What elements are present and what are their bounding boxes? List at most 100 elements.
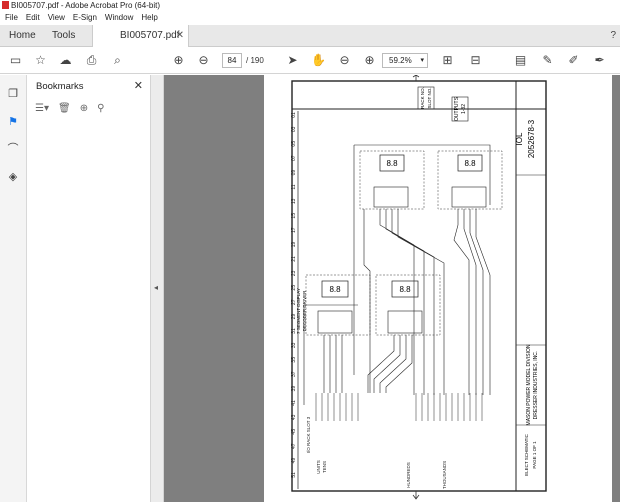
row-number: 13 <box>291 198 297 204</box>
row-number: 29 <box>291 314 297 320</box>
row-number: 17 <box>291 227 297 233</box>
zoom-value: 59.2% <box>389 56 412 65</box>
page-view-icon[interactable]: ⊞ <box>442 53 453 67</box>
print-icon[interactable]: ⎙ <box>86 53 97 67</box>
menu-view[interactable]: View <box>47 13 65 22</box>
rack-slot-label: I/O RACK SLOT 3 <box>306 416 311 453</box>
row-number: 25 <box>291 285 297 291</box>
row-number: 43 <box>291 414 297 420</box>
row-number: 37 <box>291 371 297 377</box>
iol-label: IOL <box>515 132 524 145</box>
main-toolbar: ▭ ☆ ☁ ⎙ ⌕ ⊕ ⊖ 84 / 190 ➤ ✋ ⊖ ⊕ 59.2%▾ ⊞ … <box>0 47 620 74</box>
new-bookmark-icon[interactable]: ⊕ <box>79 103 89 114</box>
panel-splitter[interactable]: ◂ <box>151 75 164 502</box>
row-number: 21 <box>291 256 297 262</box>
rack-no-label: RACK NO. <box>420 87 425 109</box>
navigation-rail: ❐ ⚑ ⌒ ◈ <box>0 75 27 502</box>
close-panel-icon[interactable]: ✕ <box>133 80 143 92</box>
schematic-drawing: 0103050709111315171921232527293133353739… <box>291 75 547 500</box>
tab-bar-icons: ? <box>610 30 616 41</box>
highlight-pen-icon[interactable]: ✎ <box>542 53 553 67</box>
row-number: 09 <box>291 170 297 176</box>
svg-text:8.8: 8.8 <box>399 285 411 294</box>
zoom-out-icon[interactable]: ⊖ <box>339 53 350 67</box>
row-number-column: 0103050709111315171921232527293133353739… <box>291 112 297 478</box>
tab-document-label: BI005707.pdf <box>120 30 180 41</box>
bookmark-star-icon[interactable]: ☆ <box>35 53 46 67</box>
hand-tool-icon[interactable]: ✋ <box>311 53 326 67</box>
row-number: 03 <box>291 126 297 132</box>
row-number: 15 <box>291 213 297 219</box>
row-number: 05 <box>291 141 297 147</box>
tab-document[interactable]: BI005707.pdf ✕ <box>92 25 189 47</box>
thousands-label: THOUSANDS <box>442 461 447 489</box>
row-number: 11 <box>291 184 297 189</box>
menu-file[interactable]: File <box>5 13 18 22</box>
bookmarks-panel: Bookmarks ✕ ☰▾ 🗑 ⊕ ⚲ <box>27 75 151 502</box>
previous-page-icon[interactable]: ⊕ <box>173 53 184 67</box>
options-menu-icon[interactable]: ☰▾ <box>35 103 49 114</box>
row-number: 47 <box>291 443 297 449</box>
title-block-label: ELECT SCHEMATIC <box>524 433 529 476</box>
bookmarks-title: Bookmarks <box>36 81 84 92</box>
decoder-label: 7 SEGMENT DISPLAY <box>296 288 301 334</box>
select-cursor-icon[interactable]: ➤ <box>287 53 298 67</box>
scroll-mode-icon[interactable]: ⊟ <box>470 53 481 67</box>
svg-text:8.8: 8.8 <box>464 159 476 168</box>
delete-bookmark-icon[interactable]: 🗑 <box>57 103 71 114</box>
menu-bar: File Edit View E-Sign Window Help <box>0 11 620 25</box>
outputs-range: 1-32 <box>461 104 467 114</box>
outputs-label: OUTPUTS <box>454 96 460 121</box>
acrobat-app-icon <box>2 1 9 9</box>
svg-text:8.8: 8.8 <box>329 285 341 294</box>
hundreds-label: HUNDREDS <box>406 462 411 488</box>
bookmarks-toolbar: ☰▾ 🗑 ⊕ ⚲ <box>35 103 113 114</box>
drawing-number: 2052678-3 <box>527 119 536 158</box>
collapse-panel-icon[interactable]: ◂ <box>154 283 159 292</box>
draw-icon[interactable]: ✐ <box>568 53 579 67</box>
row-number: 31 <box>291 328 297 334</box>
menu-help[interactable]: Help <box>141 13 158 22</box>
tab-tools[interactable]: Tools <box>52 30 76 41</box>
tab-bar: Home Tools BI005707.pdf ✕ ? <box>0 25 620 47</box>
sign-icon[interactable]: ✒ <box>594 53 605 67</box>
comment-icon[interactable]: ▤ <box>514 53 527 67</box>
menu-window[interactable]: Window <box>104 13 134 22</box>
close-tab-icon[interactable]: ✕ <box>175 30 184 41</box>
row-number: 33 <box>291 342 297 348</box>
row-number: 27 <box>291 299 297 305</box>
row-number: 45 <box>291 429 297 435</box>
page-total: / 190 <box>246 56 264 65</box>
save-icon[interactable]: ▭ <box>9 53 22 67</box>
tab-home[interactable]: Home <box>9 30 36 41</box>
bookmark-properties-icon[interactable]: ⚲ <box>97 103 105 114</box>
company-sub: DRESSER INDUSTRIES, INC. <box>533 351 539 420</box>
window-title: BI005707.pdf - Adobe Acrobat Pro (64-bit… <box>11 1 160 10</box>
sheet-label: PAGE 1 OF 1 <box>532 441 537 469</box>
row-number: 01 <box>291 112 297 118</box>
bookmarks-panel-icon[interactable]: ⚑ <box>8 116 18 128</box>
upload-cloud-icon[interactable]: ☁ <box>59 53 72 67</box>
chevron-down-icon: ▾ <box>420 57 424 64</box>
pages-panel-icon[interactable]: ❐ <box>8 88 18 100</box>
row-number: 19 <box>291 242 297 248</box>
units-label: UNITS <box>316 460 321 474</box>
layers-icon[interactable]: ◈ <box>8 171 18 183</box>
row-number: 41 <box>291 400 297 406</box>
row-number: 23 <box>291 270 297 276</box>
slot-no-label: SLOT NO. <box>427 88 432 109</box>
help-icon[interactable]: ? <box>610 30 616 41</box>
svg-text:8.8: 8.8 <box>386 159 398 168</box>
row-number: 49 <box>291 458 297 464</box>
zoom-select[interactable]: 59.2% ▾ <box>382 53 428 68</box>
zoom-in-icon[interactable]: ⊕ <box>364 53 375 67</box>
next-page-icon[interactable]: ⊖ <box>198 53 209 67</box>
page-number-input[interactable]: 84 <box>222 53 242 68</box>
attachments-icon[interactable]: ⌒ <box>7 143 19 155</box>
menu-edit[interactable]: Edit <box>25 13 40 22</box>
menu-esign[interactable]: E-Sign <box>72 13 97 22</box>
row-number: 51 <box>291 472 297 478</box>
find-icon[interactable]: ⌕ <box>114 53 121 67</box>
